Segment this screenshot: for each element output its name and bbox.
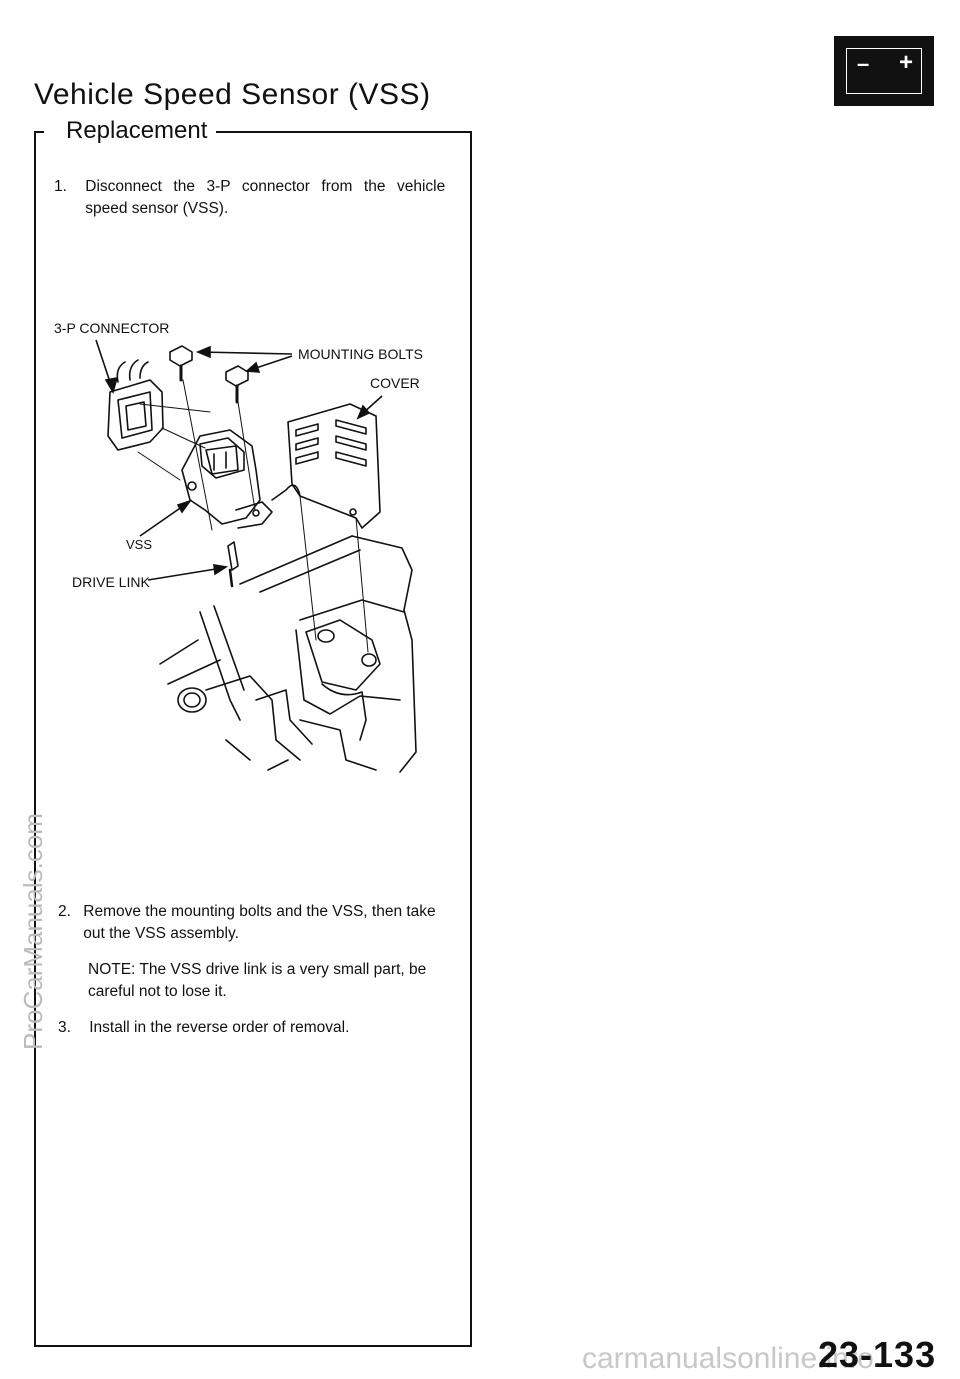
step-2: 2. Remove the mounting bolts and the VSS… — [58, 901, 456, 945]
step-3: 3. Install in the reverse order of remov… — [58, 1017, 456, 1039]
step-text: Install in the reverse order of removal. — [89, 1019, 350, 1036]
step-number: 2. — [58, 903, 71, 920]
page-title: Vehicle Speed Sensor (VSS) — [34, 78, 431, 111]
note: NOTE: The VSS drive link is a very small… — [88, 961, 427, 1000]
label-connector: 3-P CONNECTOR — [54, 320, 170, 336]
battery-icon-inner: – + — [846, 48, 922, 94]
minus-icon: – — [857, 51, 870, 76]
vss-shape — [181, 429, 273, 529]
transmission-shape — [159, 535, 417, 773]
label-vss: VSS — [126, 537, 153, 552]
step-number: 3. — [58, 1019, 71, 1036]
section-heading: Replacement — [62, 117, 212, 145]
drive-link-shape — [227, 541, 239, 588]
bolts-shape — [169, 345, 256, 531]
cover-shape — [271, 403, 381, 529]
step-text: Remove the mounting bolts and the VSS, t… — [83, 903, 436, 942]
label-cover: COVER — [370, 375, 420, 391]
connector-shape — [107, 359, 164, 451]
page-number: 23-133 — [818, 1334, 937, 1375]
step-text: Disconnect the 3-P connector from the ve… — [85, 178, 446, 217]
section-frame — [34, 131, 472, 1347]
label-drive-link: DRIVE LINK — [72, 574, 150, 590]
plus-icon: + — [899, 49, 914, 76]
watermark-side: ProCarManuals.com — [18, 813, 48, 1050]
step-number: 1. — [54, 178, 67, 195]
step-1: 1. Disconnect the 3-P connector from the… — [54, 176, 454, 220]
watermark-bottom: carmanualsonline.info — [582, 1342, 874, 1375]
label-mounting-bolts: MOUNTING BOLTS — [298, 346, 423, 362]
